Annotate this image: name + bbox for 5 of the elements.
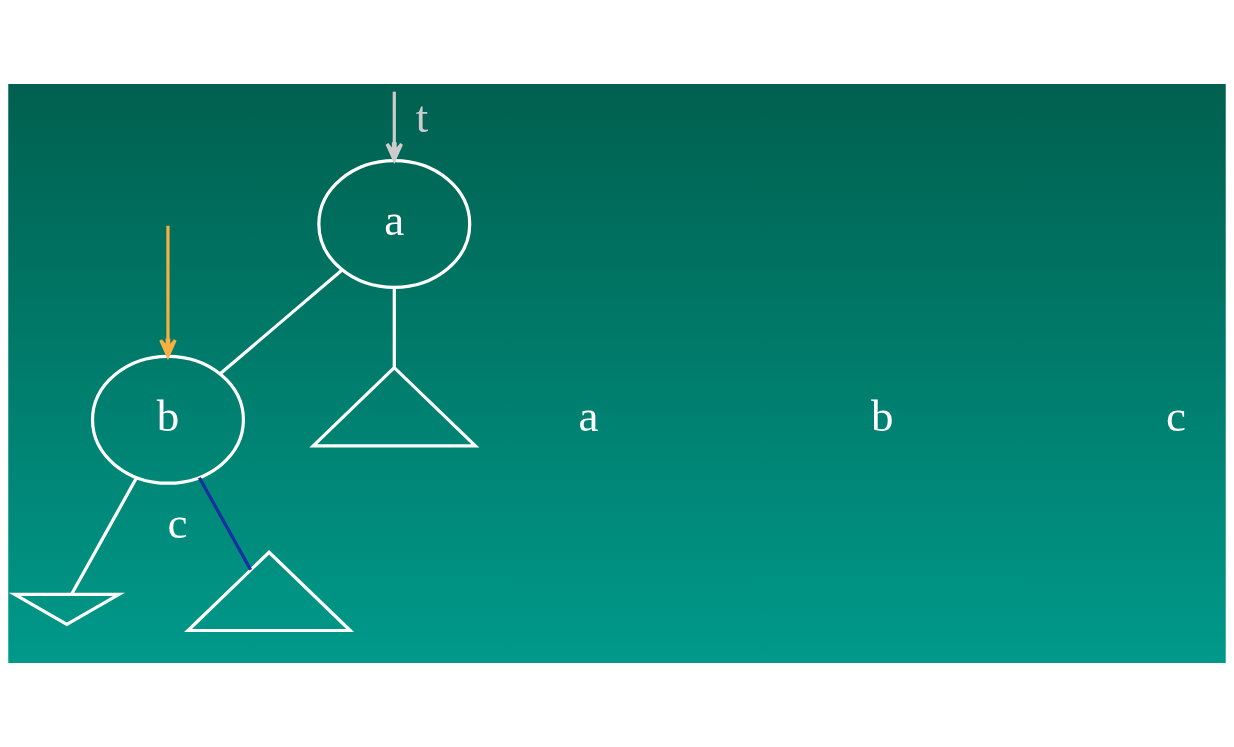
edge-label: t — [415, 91, 429, 142]
label: c — [1166, 390, 1186, 441]
label: a — [578, 390, 599, 441]
node-label: c — [167, 498, 188, 549]
label: b — [871, 390, 894, 441]
